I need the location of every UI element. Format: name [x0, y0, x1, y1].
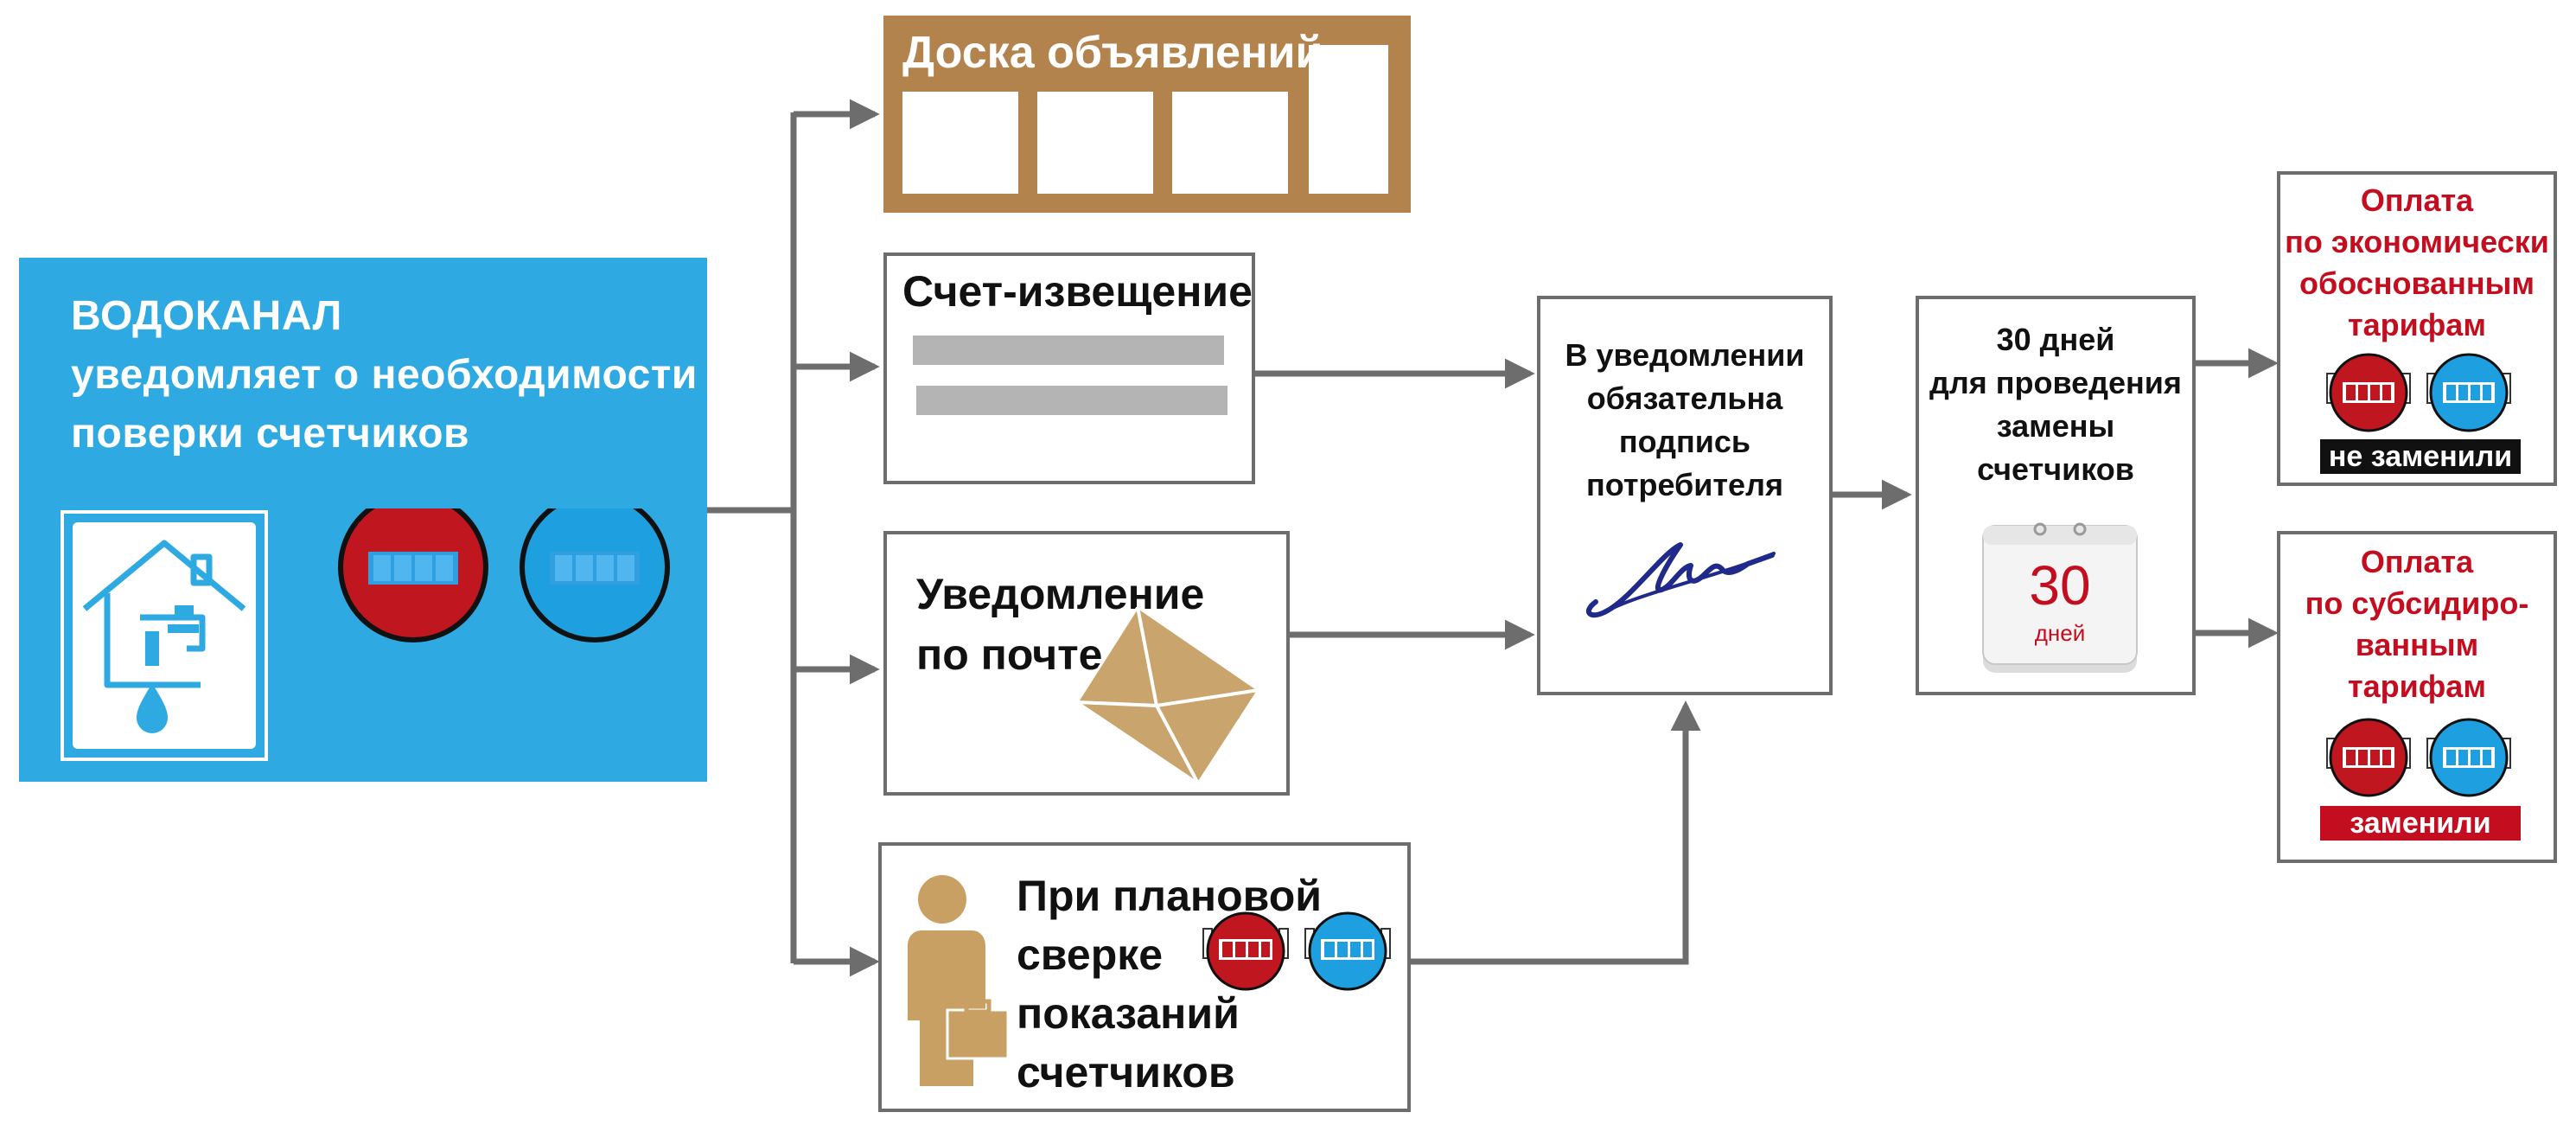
meter-reading-title-line: счетчиков [1017, 1048, 1235, 1096]
vodokanal-panel: ВОДОКАНАЛ уведомляет о необходимости пов… [19, 258, 707, 782]
outcome-economic-text: Оплата по экономически обоснованным тари… [2280, 180, 2554, 346]
outcome-economic-box: Оплата по экономически обоснованным тари… [2277, 171, 2557, 486]
notice-board-panel [1037, 92, 1153, 194]
outcome-economic-line: по экономически [2285, 224, 2549, 259]
bill-text-bar [913, 336, 1224, 365]
cold-water-meter-icon [2426, 353, 2511, 432]
outcome-subsidized-text: Оплата по субсидиро- ванным тарифам [2280, 541, 2554, 707]
hot-water-meter-icon [338, 508, 488, 643]
house-tap-icon [73, 522, 256, 749]
vodokanal-title: ВОДОКАНАЛ уведомляет о необходимости пов… [71, 287, 698, 464]
hot-water-meter-icon [2326, 718, 2411, 797]
replacement-period-box: 30 дней для проведения замены счетчиков … [1916, 296, 2196, 695]
status-badge-replaced: заменили [2320, 806, 2521, 841]
outcome-subsidized-line: по субсидиро- [2305, 585, 2529, 621]
signature-required-line: обязательна [1586, 380, 1783, 416]
meters-pair-small [2326, 718, 2511, 797]
outcome-subsidized-line: Оплата [2360, 544, 2474, 579]
meters-pair-small [1202, 911, 1391, 991]
replacement-period-line: для проведения [1929, 365, 2182, 400]
bill-text-bar [916, 386, 1227, 415]
status-badge-not-replaced: не заменили [2320, 439, 2521, 474]
notice-board-title: Доска объявлений [902, 28, 1323, 78]
meter-reading-box: При плановой сверке показаний счетчиков [878, 842, 1411, 1112]
outcome-subsidized-line: тарифам [2348, 668, 2486, 704]
mail-notice-title-line: по почте [916, 630, 1103, 679]
replacement-period-line: счетчиков [1977, 451, 2134, 487]
vodokanal-title-line: поверки счетчиков [71, 411, 470, 457]
meter-reading-title-line: При плановой [1017, 872, 1322, 920]
cold-water-meter-icon [520, 508, 670, 643]
meters-pair [338, 508, 670, 643]
outcome-subsidized-line: ванным [2355, 627, 2479, 662]
envelope-icon [1077, 607, 1261, 786]
calendar-day-unit: дней [2034, 620, 2086, 646]
vodokanal-title-line: ВОДОКАНАЛ [71, 293, 342, 339]
signature-required-line: подпись [1618, 424, 1751, 459]
outcome-economic-line: обоснованным [2299, 265, 2535, 301]
outcome-economic-line: тарифам [2348, 307, 2486, 342]
meter-reading-title-line: показаний [1017, 989, 1240, 1038]
signature-icon [1585, 542, 1776, 618]
hot-water-meter-icon [2326, 353, 2411, 432]
signature-required-line: В уведомлении [1565, 337, 1805, 373]
replacement-period-text: 30 дней для проведения замены счетчиков [1919, 318, 2192, 491]
calendar-icon: 30 дней [1980, 517, 2140, 676]
notice-board: Доска объявлений [883, 16, 1411, 213]
notice-board-panel [902, 92, 1018, 194]
outcome-economic-line: Оплата [2360, 182, 2474, 218]
vodokanal-title-line: уведомляет о необходимости [71, 352, 698, 398]
calendar-day-number: 30 [2029, 554, 2091, 617]
mail-notice-title: Уведомление по почте [916, 564, 1204, 685]
signature-required-line: потребителя [1586, 467, 1783, 502]
replacement-period-line: замены [1996, 408, 2115, 444]
cold-water-meter-icon [1304, 911, 1391, 991]
outcome-subsidized-box: Оплата по субсидиро- ванным тарифам заме… [2277, 531, 2557, 863]
notice-board-panel [1172, 92, 1288, 194]
meter-reading-title: При плановой сверке показаний счетчиков [1017, 866, 1322, 1102]
arrow-reading-to-signature [1411, 700, 1701, 965]
mail-notice-title-line: Уведомление [916, 570, 1205, 618]
hot-water-meter-icon [1202, 911, 1289, 991]
house-tap-icon-frame [61, 510, 268, 761]
bill-notice-title: Счет-извещение [902, 267, 1253, 316]
cold-water-meter-icon [2426, 718, 2511, 797]
person-with-briefcase-icon [908, 875, 1010, 1086]
mail-notice-box: Уведомление по почте [883, 531, 1290, 796]
signature-required-box: В уведомлении обязательна подпись потреб… [1537, 296, 1833, 695]
meters-pair-small [2326, 353, 2511, 432]
bill-notice-box: Счет-извещение [883, 253, 1255, 484]
replacement-period-line: 30 дней [1996, 322, 2115, 357]
meter-reading-title-line: сверке [1017, 930, 1164, 979]
signature-required-text: В уведомлении обязательна подпись потреб… [1540, 334, 1829, 507]
notice-board-panel [1309, 45, 1388, 194]
